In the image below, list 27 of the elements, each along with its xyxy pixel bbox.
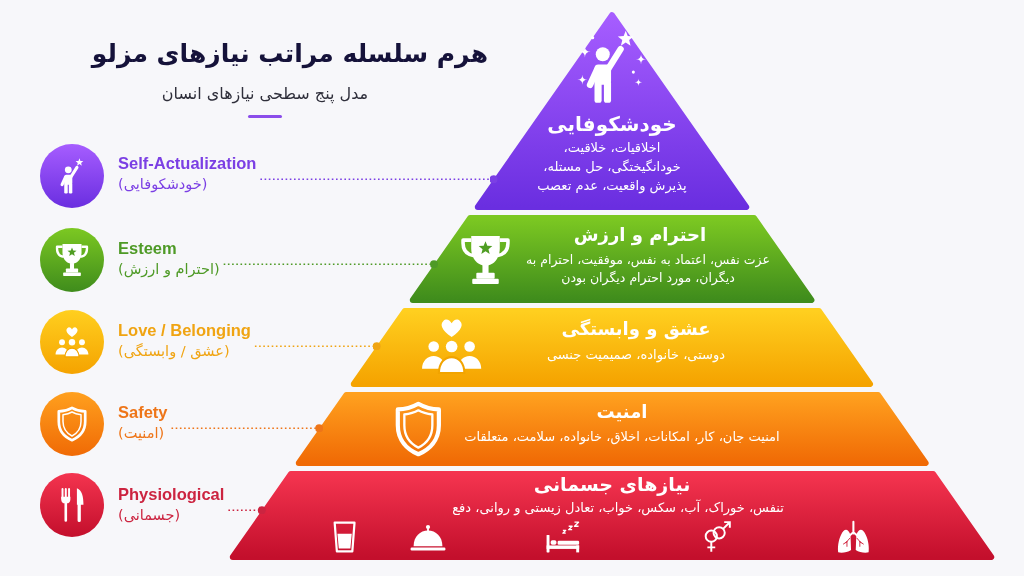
leader-line <box>259 175 498 184</box>
subtitle: مدل پنج سطحی نیازهای انسان <box>161 84 369 105</box>
tier-description: دوستی، خانواده، صمیمیت جنسی <box>546 346 726 365</box>
level-name: Self-Actualization <box>118 153 257 174</box>
tier-title: امنیت <box>596 401 648 424</box>
tier-title: نیازهای جسمانی <box>533 473 691 497</box>
level-name-translation: (احترام و ارزش) <box>118 260 220 280</box>
level-name-translation: (امنیت) <box>118 424 165 444</box>
level-name: Safety <box>118 402 168 423</box>
leader-line <box>222 260 438 269</box>
level-name: Love / Belonging <box>118 320 251 341</box>
leader-line <box>170 424 324 433</box>
leader-line <box>227 506 266 515</box>
level-name: Esteem <box>118 238 177 259</box>
level-name-translation: (عشق / وابستگی) <box>118 342 230 362</box>
title: هرم سلسله مراتب نیازهای مزلو <box>91 38 488 70</box>
level-name-translation: (خودشکوفایی) <box>118 175 208 195</box>
level-name: Physiological <box>118 484 225 505</box>
tier-description: عزت نفس، اعتماد به نفس، موفقیت، احترام به دیگران، مورد احترام دیگران بودن <box>525 251 771 288</box>
tier-description: اخلاقیات، خلاقیت، خودانگیختگی، حل مستله، پذیرش واقعیت، عدم تعصب <box>536 139 688 196</box>
level-name-translation: (جسمانی) <box>118 506 181 526</box>
leader-line <box>254 342 381 351</box>
tier-title: عشق و وابستگی <box>561 318 711 341</box>
tier-description: امنیت جان، کار، امکانات، اخلاق، خانواده، سلامت، متعلقات <box>464 428 780 447</box>
tier-description: تنفس، خوراک، آب، سکس، خواب، تعادل زیستی و روانی، دفع <box>452 499 784 518</box>
tier-title: خودشکوفایی <box>547 112 677 137</box>
tier-title: احترام و ارزش <box>573 224 707 247</box>
